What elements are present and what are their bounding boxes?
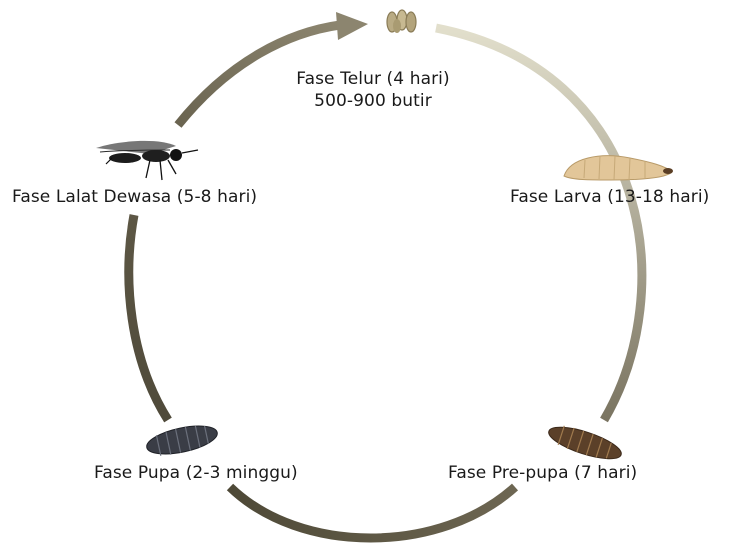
- arc-pupa-to-adult: [129, 215, 168, 420]
- arc-egg-to-prepupa: [436, 28, 642, 420]
- arrowhead-icon: [336, 12, 368, 40]
- adult-stage-label: Fase Lalat Dewasa (5-8 hari): [12, 186, 257, 208]
- egg-stage-title: Fase Telur (4 hari): [288, 68, 458, 90]
- eggs-icon: [387, 10, 416, 33]
- pupa-stage-label: Fase Pupa (2-3 minggu): [94, 462, 298, 484]
- fly-icon: [96, 141, 198, 180]
- egg-stage-label: Fase Telur (4 hari) 500-900 butir: [288, 68, 458, 112]
- larva-icon: [564, 156, 673, 180]
- pupa-icon: [144, 421, 219, 459]
- prepupa-icon: [545, 421, 624, 465]
- egg-stage-count: 500-900 butir: [288, 90, 458, 112]
- larva-stage-label: Fase Larva (13-18 hari): [510, 186, 709, 208]
- prepupa-stage-label: Fase Pre-pupa (7 hari): [448, 462, 637, 484]
- arc-prepupa-to-pupa: [230, 487, 515, 538]
